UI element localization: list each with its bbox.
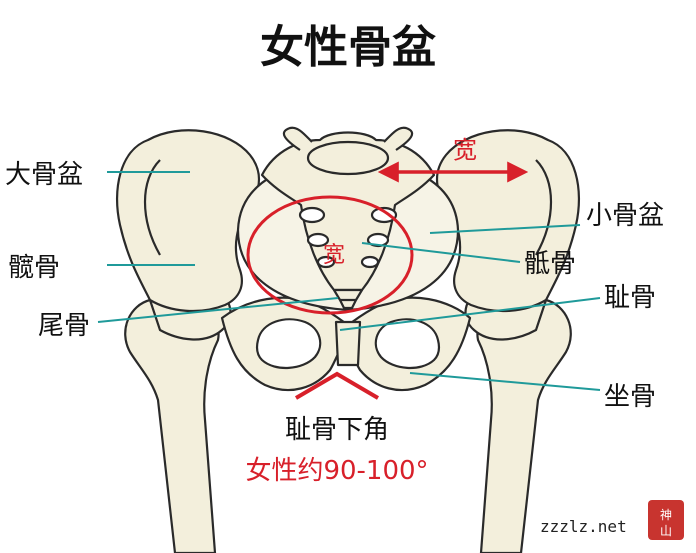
sacral-promontory [306, 140, 390, 176]
right-obturator-foramen [374, 318, 441, 369]
pubic-symphysis [334, 320, 362, 367]
leader-ischium [409, 372, 601, 391]
pelvis-bones [116, 126, 580, 553]
page-title: 女性骨盆 [260, 22, 436, 73]
label-ischium: 坐骨 [604, 382, 656, 412]
label-sacrum: 骶骨 [524, 249, 576, 279]
watermark-seal: 神 山 [648, 500, 684, 540]
label-hip-bone: 髋骨 [8, 253, 60, 283]
leader-pubis [339, 297, 601, 331]
label-greater-pelvis: 大骨盆 [5, 160, 83, 190]
wide-label-upper: 宽 [453, 136, 477, 164]
leader-coccyx [97, 297, 339, 323]
subpubic-angle-label: 耻骨下角 [285, 415, 389, 445]
pelvic-inlet-highlight [246, 195, 414, 315]
svg-text:神: 神 [660, 508, 672, 522]
subpubic-angle-mark [294, 371, 380, 400]
left-ilium [116, 129, 261, 313]
leader-lesser-pelvis [429, 224, 581, 234]
coccyx [332, 288, 364, 310]
watermark-site: zzzlz.net [540, 517, 627, 536]
label-coccyx: 尾骨 [38, 311, 90, 341]
subpubic-angle-value: 女性约90-100° [245, 456, 428, 486]
wide-label-inner: 宽 [323, 243, 345, 268]
left-obturator-foramen [255, 318, 322, 369]
label-pubis: 耻骨 [604, 283, 656, 313]
label-lesser-pelvis: 小骨盆 [586, 201, 664, 231]
svg-text:山: 山 [660, 524, 672, 538]
leader-sacrum [361, 242, 521, 263]
sacral-foramina [298, 206, 398, 269]
